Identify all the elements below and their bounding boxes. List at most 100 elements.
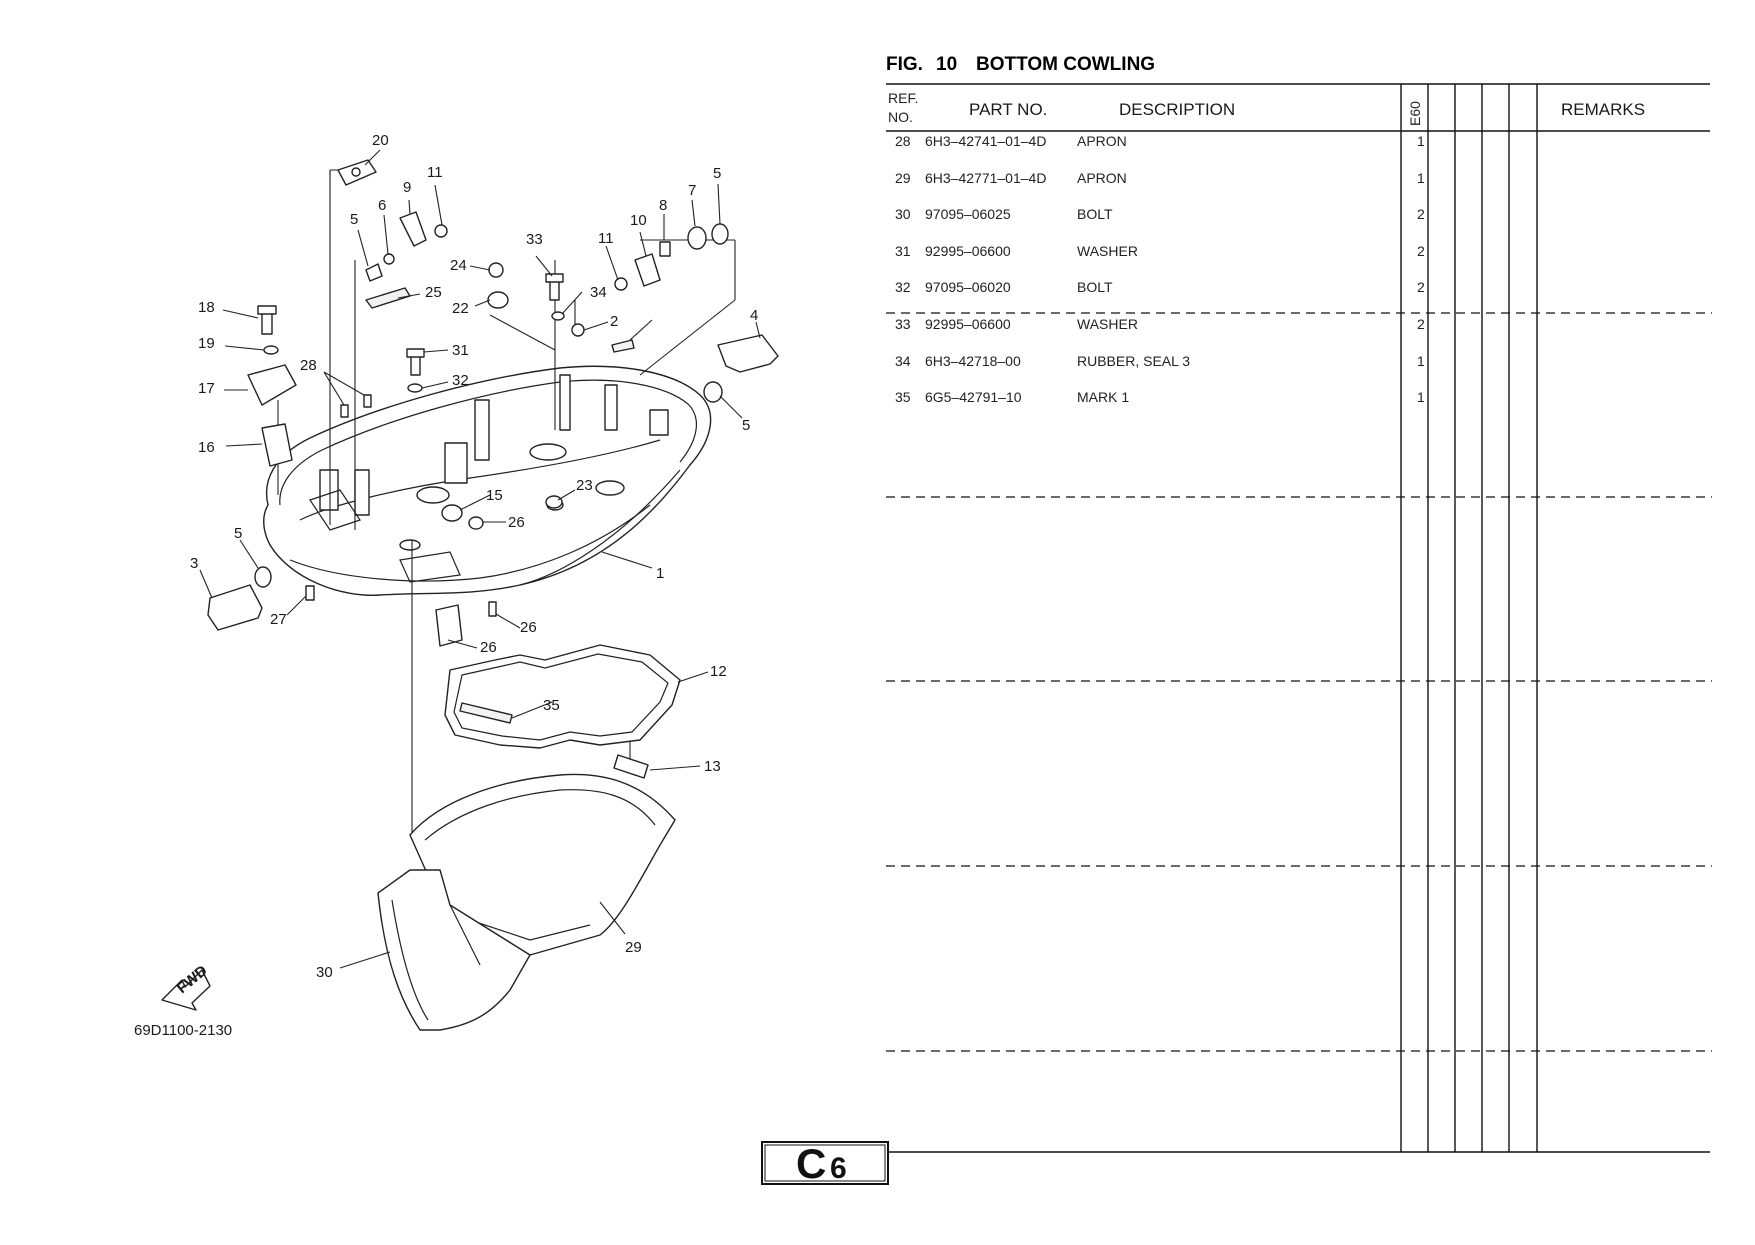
row-part-no: 6H3–42741–01–4D bbox=[925, 133, 1046, 149]
row-ref: 35 bbox=[895, 389, 911, 405]
apron-29 bbox=[377, 869, 531, 1031]
callout-5: 5 bbox=[350, 211, 358, 228]
callout-31: 32 bbox=[452, 372, 469, 389]
table-row: 31 92995–06600 WASHER 2 bbox=[895, 243, 1425, 259]
callout-21: 23 bbox=[576, 477, 593, 494]
callout-14: 15 bbox=[486, 487, 503, 504]
callout-33: 34 bbox=[590, 284, 607, 301]
callout-13: 13 bbox=[704, 758, 721, 775]
table-row: 30 97095–06025 BOLT 2 bbox=[895, 206, 1425, 222]
row-qty: 2 bbox=[1417, 279, 1425, 295]
row-description: BOLT bbox=[1077, 279, 1113, 295]
row-part-no: 92995–06600 bbox=[925, 316, 1011, 332]
header-ref-no: NO. bbox=[888, 109, 913, 125]
callout-numbers: 20 11 9 6 5 24 22 25 18 19 17 16 28 31 3… bbox=[190, 132, 758, 981]
page-tab-number: 6 bbox=[830, 1152, 847, 1185]
callout-3: 3 bbox=[190, 555, 198, 572]
callout-25: 26 bbox=[508, 514, 525, 531]
callout-5-top-right: 5 bbox=[713, 165, 721, 182]
figure-title: BOTTOM COWLING bbox=[976, 54, 1155, 75]
table-row: 32 97095–06020 BOLT 2 bbox=[895, 279, 1425, 295]
callout-24: 26 bbox=[480, 639, 497, 656]
header-part-no: PART NO. bbox=[969, 100, 1047, 119]
hardware-parts bbox=[207, 159, 779, 647]
page-tab-letter: C bbox=[796, 1140, 826, 1187]
diagram-code: 69D1100-2130 bbox=[134, 1022, 232, 1039]
header-ref: REF. bbox=[888, 90, 918, 106]
row-qty: 1 bbox=[1417, 389, 1425, 405]
row-description: RUBBER, SEAL 3 bbox=[1077, 353, 1190, 369]
callout-12: 12 bbox=[710, 663, 727, 680]
row-ref: 32 bbox=[895, 279, 911, 295]
page-tab: C 6 bbox=[761, 1140, 889, 1187]
callout-29: 30 bbox=[316, 964, 333, 981]
row-ref: 34 bbox=[895, 353, 911, 369]
row-part-no: 6H3–42771–01–4D bbox=[925, 170, 1046, 186]
callout-20: 22 bbox=[452, 300, 469, 317]
row-ref: 33 bbox=[895, 316, 911, 332]
parts-table: FIG. 10 BOTTOM COWLING REF. NO. PART NO.… bbox=[886, 54, 1712, 1153]
figure-number: 10 bbox=[936, 54, 957, 75]
callout-26-left: 27 bbox=[270, 611, 287, 628]
row-qty: 2 bbox=[1417, 206, 1425, 222]
mounting-plate bbox=[613, 754, 649, 779]
callout-19: 20 bbox=[372, 132, 389, 149]
row-ref: 31 bbox=[895, 243, 911, 259]
header-model-e60: E60 bbox=[1407, 101, 1423, 126]
row-qty: 2 bbox=[1417, 243, 1425, 259]
row-description: WASHER bbox=[1077, 316, 1138, 332]
callout-6: 6 bbox=[378, 197, 386, 214]
callout-11-right: 11 bbox=[598, 230, 614, 247]
row-qty: 2 bbox=[1417, 316, 1425, 332]
row-qty: 1 bbox=[1417, 353, 1425, 369]
table-row: 33 92995–06600 WASHER 2 bbox=[895, 316, 1425, 332]
row-description: BOLT bbox=[1077, 206, 1113, 222]
callout-7: 7 bbox=[688, 182, 696, 199]
callout-16: 17 bbox=[198, 380, 215, 397]
row-part-no: 97095–06025 bbox=[925, 206, 1011, 222]
row-ref: 29 bbox=[895, 170, 911, 186]
callout-8: 8 bbox=[659, 197, 667, 214]
callout-10: 10 bbox=[630, 212, 647, 229]
callout-26-center: 26 bbox=[520, 619, 537, 636]
row-part-no: 92995–06600 bbox=[925, 243, 1011, 259]
callout-9: 9 bbox=[403, 179, 411, 196]
callout-leaders bbox=[199, 149, 761, 969]
table-row: 29 6H3–42771–01–4D APRON 1 bbox=[895, 170, 1425, 186]
callout-22: 24 bbox=[450, 257, 467, 274]
rubber-seal bbox=[444, 644, 681, 749]
callout-17: 18 bbox=[198, 299, 215, 316]
callout-11: 11 bbox=[427, 164, 443, 181]
table-row: 28 6H3–42741–01–4D APRON 1 bbox=[895, 133, 1425, 149]
row-part-no: 6H3–42718–00 bbox=[925, 353, 1021, 369]
callout-15: 16 bbox=[198, 439, 215, 456]
callout-2: 2 bbox=[610, 313, 618, 330]
callout-18: 19 bbox=[198, 335, 215, 352]
row-description: APRON bbox=[1077, 170, 1127, 186]
dashed-separators bbox=[886, 312, 1712, 1052]
fwd-arrow: FWD bbox=[161, 962, 211, 1011]
callout-5-right: 5 bbox=[742, 417, 750, 434]
bottom-cowling-body bbox=[263, 365, 712, 596]
callout-32: 33 bbox=[526, 231, 543, 248]
callout-1: 1 bbox=[656, 565, 664, 582]
header-description: DESCRIPTION bbox=[1119, 100, 1235, 119]
row-part-no: 6G5–42791–10 bbox=[925, 389, 1022, 405]
callout-23: 25 bbox=[425, 284, 442, 301]
row-description: APRON bbox=[1077, 133, 1127, 149]
header-remarks: REMARKS bbox=[1561, 100, 1645, 119]
row-ref: 30 bbox=[895, 206, 911, 222]
callout-27: 28 bbox=[300, 357, 317, 374]
row-description: WASHER bbox=[1077, 243, 1138, 259]
callout-30: 31 bbox=[452, 342, 469, 359]
row-qty: 1 bbox=[1417, 170, 1425, 186]
row-qty: 1 bbox=[1417, 133, 1425, 149]
figure-label: FIG. bbox=[886, 54, 923, 75]
row-description: MARK 1 bbox=[1077, 389, 1129, 405]
callout-4: 4 bbox=[750, 307, 758, 324]
callout-5-left: 5 bbox=[234, 525, 242, 542]
table-row: 34 6H3–42718–00 RUBBER, SEAL 3 1 bbox=[895, 353, 1425, 369]
row-part-no: 97095–06020 bbox=[925, 279, 1011, 295]
callout-34: 35 bbox=[543, 697, 560, 714]
